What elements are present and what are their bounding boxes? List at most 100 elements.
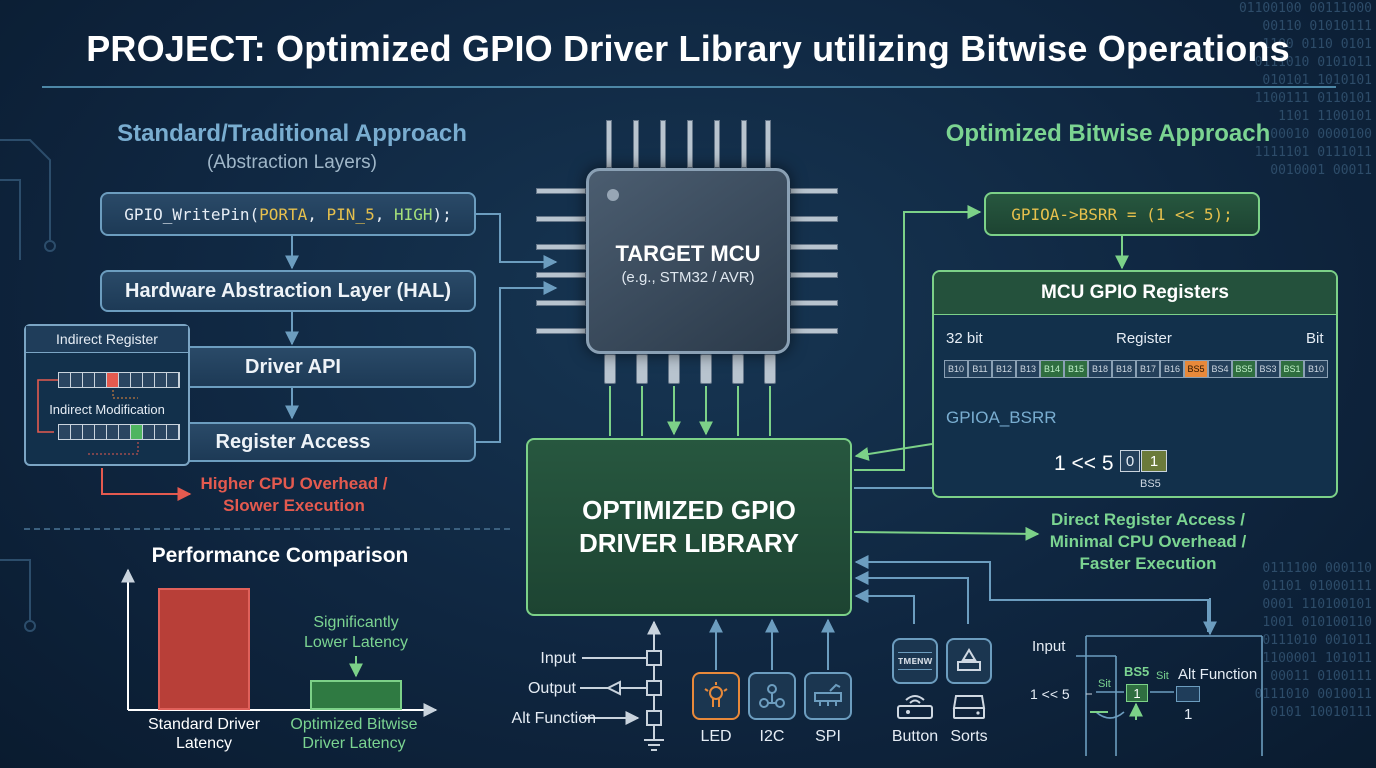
mcu-pin-bottom xyxy=(636,354,648,384)
mcu-orientation-dot xyxy=(607,189,619,201)
register-cell: B18 xyxy=(1088,360,1112,378)
sensor-icon xyxy=(957,648,981,671)
mcu-pin-bottom xyxy=(732,354,744,384)
mcu-pin-left xyxy=(536,300,586,306)
led-icon xyxy=(704,682,728,707)
performance-title: Performance Comparison xyxy=(151,544,409,567)
bit-label: Bit xyxy=(1306,330,1324,347)
i2c-label: I2C xyxy=(759,728,785,745)
benefit-line3: Faster Execution xyxy=(1079,554,1217,573)
register-label: Register xyxy=(1116,330,1172,347)
indirect-register-title: Indirect Register xyxy=(26,326,188,353)
mcu-pin-right xyxy=(790,216,838,222)
alt-input-label: Input xyxy=(1032,638,1066,655)
optimized-gpio-driver-library: OPTIMIZED GPIO DRIVER LIBRARY xyxy=(526,438,852,616)
standard-approach-subheading: (Abstraction Layers) xyxy=(206,152,377,173)
higher-overhead-line1: Higher CPU Overhead / xyxy=(200,474,388,493)
mcu-pin-left xyxy=(536,216,586,222)
mcu-title: TARGET MCU xyxy=(615,241,761,266)
mcu-pin-top xyxy=(606,120,612,168)
alt-shift-label: 1 << 5 xyxy=(1030,686,1070,702)
button-module-text: ᴛᴍᴇɴᴡ xyxy=(897,652,933,670)
alt-sit-label-2: Sit xyxy=(1156,670,1169,682)
bsrr-statement-box: GPIOA->BSRR = (1 << 5); xyxy=(984,192,1260,236)
mcu-pin-right xyxy=(790,244,838,250)
bar1-label-line1: Standard Driver xyxy=(147,716,261,733)
benefit-line1: Direct Register Access / xyxy=(1050,510,1246,529)
io-alt-function-label: Alt Function xyxy=(511,710,596,727)
register-cell: B16 xyxy=(1160,360,1184,378)
standard-latency-bar xyxy=(158,588,250,710)
indirect-modification-label: Indirect Modification xyxy=(49,402,165,417)
indirect-register-inset: Indirect Register Indirect Modification xyxy=(24,324,190,466)
register-width-label: 32 bit xyxy=(946,330,983,347)
i2c-icon xyxy=(759,684,785,708)
inset-arrows xyxy=(37,379,139,455)
indirect-register-bar-2 xyxy=(58,424,180,440)
register-name: GPIOA_BSRR xyxy=(946,408,1057,427)
register-cell: BS3 xyxy=(1256,360,1280,378)
button-module-tile: ᴛᴍᴇɴᴡ xyxy=(892,638,938,684)
register-cell: B15 xyxy=(1064,360,1088,378)
higher-overhead-line2: Slower Execution xyxy=(223,496,365,515)
shift-label: 1 << 5 xyxy=(1054,452,1114,475)
mcu-pin-bottom xyxy=(764,354,776,384)
register-cell: B17 xyxy=(1136,360,1160,378)
bar2-label-line2: Driver Latency xyxy=(302,735,406,752)
led-tile xyxy=(692,672,740,720)
mcu-gpio-registers-panel: MCU GPIO Registers 32 bit Register Bit B… xyxy=(932,270,1338,498)
spi-icon xyxy=(814,683,842,706)
bsrr-statement-text: GPIOA->BSRR = (1 << 5); xyxy=(1011,204,1233,224)
mcu-subtitle: (e.g., STM32 / AVR) xyxy=(621,269,755,286)
mcu-pin-left xyxy=(536,272,586,278)
register-cell: BS4 xyxy=(1208,360,1232,378)
shift-bit-label: BS5 xyxy=(1140,478,1161,490)
io-input-square xyxy=(646,650,662,666)
gpio-writepin-call-box: GPIO_WritePin(PORTA, PIN_5, HIGH); xyxy=(100,192,476,236)
hal-layer-box: Hardware Abstraction Layer (HAL) xyxy=(100,270,476,312)
io-input-label: Input xyxy=(540,650,576,667)
register-cell: BS1 xyxy=(1280,360,1304,378)
mcu-pin-top xyxy=(633,120,639,168)
shift-bit-1: 1 xyxy=(1141,450,1167,472)
register-cell: B12 xyxy=(992,360,1016,378)
mcu-pin-bottom xyxy=(604,354,616,384)
io-output-label: Output xyxy=(527,680,576,697)
register-cells-row: B10 B11 B12 B13 B14 B15 B18 B18 B17 B16 … xyxy=(944,360,1328,380)
code-sep2: , xyxy=(374,204,394,224)
mcu-pin-right xyxy=(790,300,838,306)
library-title-line1: OPTIMIZED GPIO xyxy=(582,495,796,525)
optimized-latency-bar xyxy=(310,680,402,710)
mcu-pin-top xyxy=(687,120,693,168)
alt-bs5-label: BS5 xyxy=(1124,664,1150,679)
mcu-pin-left xyxy=(536,244,586,250)
register-cell: B14 xyxy=(1040,360,1064,378)
sorts-module-tile xyxy=(946,638,992,684)
code-arg-port: PORTA xyxy=(259,204,308,224)
code-end: ); xyxy=(432,204,452,224)
spi-tile xyxy=(804,672,852,720)
bar2-label-line1: Optimized Bitwise xyxy=(290,716,418,733)
sorts-label: Sorts xyxy=(950,728,988,745)
registers-title: MCU GPIO Registers xyxy=(934,272,1336,315)
register-cell: B18 xyxy=(1112,360,1136,378)
i2c-tile xyxy=(748,672,796,720)
mcu-pin-bottom xyxy=(668,354,680,384)
mcu-pin-left xyxy=(536,328,586,334)
standard-approach-heading: Standard/Traditional Approach xyxy=(117,120,467,147)
alt-bit-box: 1 xyxy=(1126,684,1148,702)
mcu-pin-top xyxy=(660,120,666,168)
mcu-pin-top xyxy=(741,120,747,168)
mcu-pin-right xyxy=(790,272,838,278)
section-divider xyxy=(24,528,510,530)
mcu-pin-right xyxy=(790,328,838,334)
lower-latency-line1: Significantly xyxy=(313,614,399,631)
led-label: LED xyxy=(700,728,732,745)
background-binary-texture: 01100100 00111000 00110 01010111 1100 01… xyxy=(1238,1,1372,178)
indirect-register-bar-1 xyxy=(58,372,180,388)
optimized-approach-heading: Optimized Bitwise Approach xyxy=(945,120,1271,147)
button-icon xyxy=(897,695,933,719)
lower-latency-line2: Lower Latency xyxy=(303,634,409,651)
spi-label: SPI xyxy=(815,728,841,745)
code-arg-pin: PIN_5 xyxy=(326,204,375,224)
